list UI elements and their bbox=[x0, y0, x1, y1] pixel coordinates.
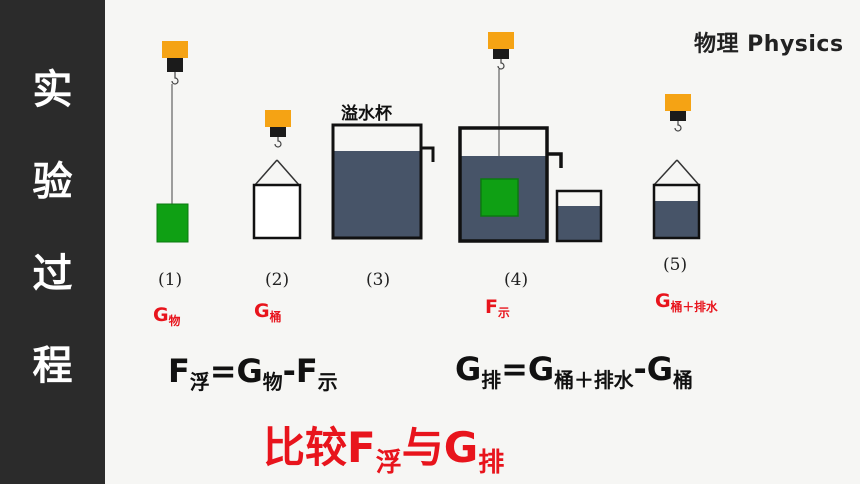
spout-3 bbox=[421, 146, 435, 162]
spring-scale-1 bbox=[162, 41, 188, 204]
sidebar-char-3: 过 bbox=[32, 251, 73, 297]
step-number-3: (3) bbox=[366, 270, 391, 290]
scale-neck-5 bbox=[670, 111, 686, 121]
catch-water-4 bbox=[557, 206, 601, 241]
overflow-cup-3 bbox=[331, 123, 435, 240]
spring-scale-5 bbox=[653, 94, 700, 186]
sidebar-char-2: 验 bbox=[32, 159, 73, 205]
spring-scale-2 bbox=[254, 110, 300, 186]
sidebar-char-1: 实 bbox=[32, 67, 73, 113]
scale-body-2 bbox=[265, 110, 291, 127]
scale-neck-1 bbox=[167, 58, 183, 72]
sidebar-char-4: 程 bbox=[32, 343, 73, 389]
catch-bucket-4 bbox=[555, 189, 603, 243]
label-g-bucket: G桶 bbox=[254, 300, 282, 325]
scale-hook-4 bbox=[497, 59, 505, 70]
water-3 bbox=[333, 151, 421, 238]
handle-left-2 bbox=[254, 159, 278, 186]
step-number-1: (1) bbox=[158, 270, 183, 290]
scale-body-1 bbox=[162, 41, 188, 58]
comparison-statement: 比较F浮与G排 bbox=[263, 423, 505, 479]
handle-right-2 bbox=[276, 159, 300, 186]
step-number-5: (5) bbox=[663, 255, 688, 275]
scale-hook-2 bbox=[274, 137, 282, 148]
label-g-object: G物 bbox=[153, 304, 181, 329]
spout-4 bbox=[547, 152, 563, 168]
formula-displaced: G排=G桶＋排水-G桶 bbox=[455, 350, 693, 392]
sidebar: 实 验 过 程 bbox=[0, 0, 105, 484]
handle-left-5 bbox=[653, 159, 678, 186]
overflow-cup-label: 溢水杯 bbox=[341, 104, 392, 124]
scale-neck-2 bbox=[270, 127, 286, 137]
object-block-1 bbox=[156, 203, 189, 243]
empty-bucket-2 bbox=[252, 183, 302, 240]
handle-right-5 bbox=[676, 159, 700, 186]
step-number-2: (2) bbox=[265, 270, 290, 290]
formula-buoyancy: F浮=G物-F示 bbox=[168, 352, 338, 394]
brand-logo-text: 物理 Physics bbox=[694, 32, 844, 57]
scale-body-4 bbox=[488, 32, 514, 49]
scale-hook-5 bbox=[674, 121, 682, 132]
object-block-4 bbox=[480, 178, 519, 217]
label-f-show: F示 bbox=[485, 296, 510, 321]
scale-neck-4 bbox=[493, 49, 509, 59]
bucket-with-water-5 bbox=[652, 183, 701, 240]
label-g-bucket-water: G桶＋排水 bbox=[655, 290, 718, 315]
step-number-4: (4) bbox=[504, 270, 529, 290]
scale-body-5 bbox=[665, 94, 691, 111]
scale-hook-1 bbox=[171, 72, 179, 85]
